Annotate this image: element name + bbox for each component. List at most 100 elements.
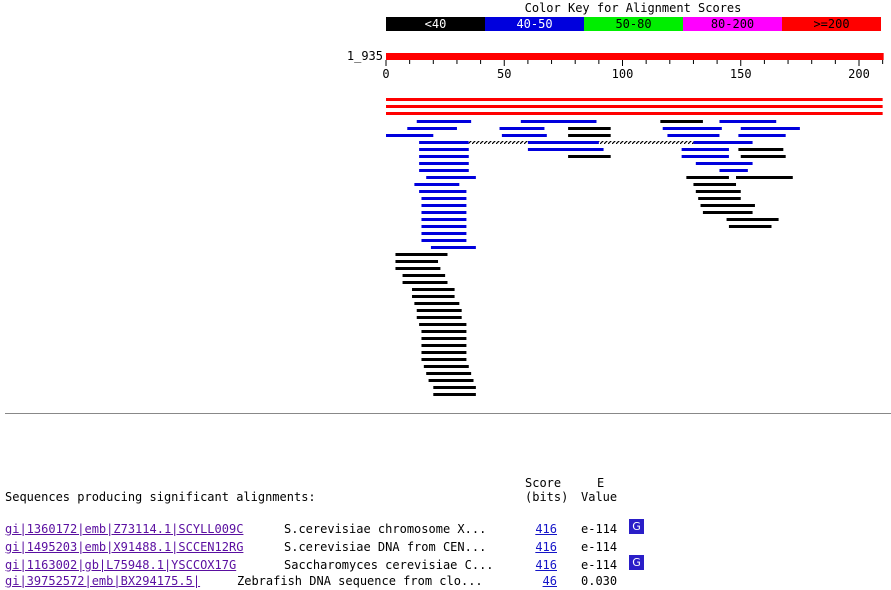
- alignment-hit-bar[interactable]: [681, 148, 729, 151]
- alignment-hit-bar[interactable]: [660, 120, 703, 123]
- alignment-hit-bar[interactable]: [527, 141, 599, 144]
- score-header: Score: [525, 476, 562, 490]
- alignment-hit-bar[interactable]: [428, 379, 474, 382]
- result-description: S.cerevisiae DNA from CEN...: [284, 540, 487, 554]
- accession-link[interactable]: gi|1495203|emb|X91488.1|SCCEN12RG: [5, 540, 244, 554]
- alignment-hit-bar[interactable]: [740, 127, 800, 130]
- alignment-hit-bar[interactable]: [738, 134, 786, 137]
- evalue: e-114: [581, 540, 618, 554]
- color-key-label: >=200: [813, 17, 849, 31]
- query-label: 1_935: [347, 49, 383, 63]
- evalue-units-header: Value: [581, 490, 618, 504]
- alignment-hit-bar[interactable]: [719, 120, 777, 123]
- alignment-hit-bar[interactable]: [662, 127, 722, 130]
- hit-bars[interactable]: [386, 98, 883, 396]
- alignment-hit-bar[interactable]: [419, 190, 467, 193]
- alignment-hit-bar[interactable]: [421, 351, 467, 354]
- alignment-hit-bar[interactable]: [414, 183, 460, 186]
- alignment-hit-bar[interactable]: [414, 302, 460, 305]
- alignment-hit-bar[interactable]: [419, 162, 469, 165]
- alignment-hit-bar[interactable]: [421, 204, 467, 207]
- color-key-label: 50-80: [615, 17, 651, 31]
- color-key-label: <40: [425, 17, 447, 31]
- color-key-label: 40-50: [516, 17, 552, 31]
- alignment-hit-bar[interactable]: [693, 183, 737, 186]
- alignment-hit-bar[interactable]: [520, 120, 597, 123]
- alignment-hit-bar[interactable]: [728, 225, 772, 228]
- alignment-hit-bar[interactable]: [421, 337, 467, 340]
- alignment-hit-bar[interactable]: [386, 112, 883, 115]
- accession-link[interactable]: gi|1163002|gb|L75948.1|YSCCOX17G: [5, 558, 237, 572]
- alignment-hit-bar[interactable]: [395, 267, 441, 270]
- alignment-hit-bar[interactable]: [395, 253, 448, 256]
- evalue-header: E: [597, 476, 605, 490]
- color-key-swatch: [386, 17, 485, 31]
- alignment-hit-bar[interactable]: [433, 386, 476, 389]
- alignment-hit-bar[interactable]: [421, 232, 467, 235]
- alignment-hit-bar[interactable]: [698, 197, 741, 200]
- alignment-hit-bar[interactable]: [412, 295, 455, 298]
- score-link[interactable]: 416: [535, 558, 557, 572]
- alignment-hit-bar[interactable]: [693, 141, 753, 144]
- alignment-hit-bar[interactable]: [407, 127, 457, 130]
- axis-tick-label: 50: [497, 67, 511, 81]
- alignment-hit-bar[interactable]: [726, 218, 779, 221]
- alignment-hit-bar[interactable]: [419, 155, 469, 158]
- score-link[interactable]: 416: [535, 522, 557, 536]
- alignment-hit-bar[interactable]: [402, 281, 448, 284]
- accession-link[interactable]: gi|1360172|emb|Z73114.1|SCYLL009C: [5, 522, 244, 536]
- gene-link-icon[interactable]: G: [629, 555, 644, 570]
- alignment-hit-bar[interactable]: [386, 98, 883, 101]
- alignment-hit-bar[interactable]: [426, 372, 472, 375]
- alignment-hit-bar[interactable]: [416, 120, 472, 123]
- alignment-hit-bar[interactable]: [430, 246, 476, 249]
- score-link[interactable]: 46: [542, 574, 557, 588]
- alignment-hit-bar[interactable]: [740, 155, 786, 158]
- section-divider: [5, 413, 891, 414]
- alignment-hit-bar[interactable]: [501, 134, 547, 137]
- alignment-hit-bar[interactable]: [421, 225, 467, 228]
- alignment-hit-bar[interactable]: [681, 155, 729, 158]
- alignment-hit-bar[interactable]: [395, 260, 439, 263]
- alignment-hit-bar[interactable]: [426, 176, 476, 179]
- alignment-hit-bar[interactable]: [416, 316, 462, 319]
- alignment-hit-bar[interactable]: [412, 288, 455, 291]
- alignment-hit-bar[interactable]: [421, 197, 467, 200]
- alignment-hit-bar[interactable]: [419, 148, 469, 151]
- alignment-hit-bar[interactable]: [695, 190, 741, 193]
- alignment-hit-bar[interactable]: [568, 127, 611, 130]
- alignment-hit-bar[interactable]: [402, 274, 446, 277]
- alignment-hit-bar[interactable]: [702, 211, 753, 214]
- score-link[interactable]: 416: [535, 540, 557, 554]
- alignment-hit-bar[interactable]: [386, 134, 434, 137]
- result-description: Zebrafish DNA sequence from clo...: [237, 574, 483, 588]
- alignment-hit-bar[interactable]: [416, 309, 462, 312]
- alignment-hit-bar[interactable]: [421, 330, 467, 333]
- alignment-hit-bar[interactable]: [421, 239, 467, 242]
- alignment-hit-bar[interactable]: [421, 358, 467, 361]
- alignment-hit-bar[interactable]: [568, 134, 611, 137]
- alignment-hit-bar[interactable]: [433, 393, 476, 396]
- alignment-hit-bar[interactable]: [568, 155, 611, 158]
- alignment-hit-bar[interactable]: [386, 105, 883, 108]
- alignment-hit-bar[interactable]: [421, 218, 467, 221]
- alignment-hit-bar[interactable]: [419, 323, 467, 326]
- alignment-hit-bar[interactable]: [738, 148, 784, 151]
- alignment-hit-bar[interactable]: [499, 127, 545, 130]
- alignment-hit-bar[interactable]: [527, 148, 604, 151]
- alignment-hit-bar[interactable]: [421, 211, 467, 214]
- alignment-hit-bar[interactable]: [686, 176, 729, 179]
- alignment-hit-bar[interactable]: [700, 204, 755, 207]
- alignment-hit-bar[interactable]: [736, 176, 793, 179]
- alignment-hit-bar[interactable]: [719, 169, 748, 172]
- alignment-hit-bar[interactable]: [419, 141, 469, 144]
- accession-link[interactable]: gi|39752572|emb|BX294175.5|: [5, 574, 201, 588]
- alignment-hit-bar[interactable]: [667, 134, 720, 137]
- alignment-hit-bar[interactable]: [421, 344, 467, 347]
- alignment-hit-bar[interactable]: [419, 169, 469, 172]
- gene-link-icon[interactable]: G: [629, 519, 644, 534]
- alignment-hit-bar[interactable]: [423, 365, 469, 368]
- alignment-hit-bar[interactable]: [695, 162, 753, 165]
